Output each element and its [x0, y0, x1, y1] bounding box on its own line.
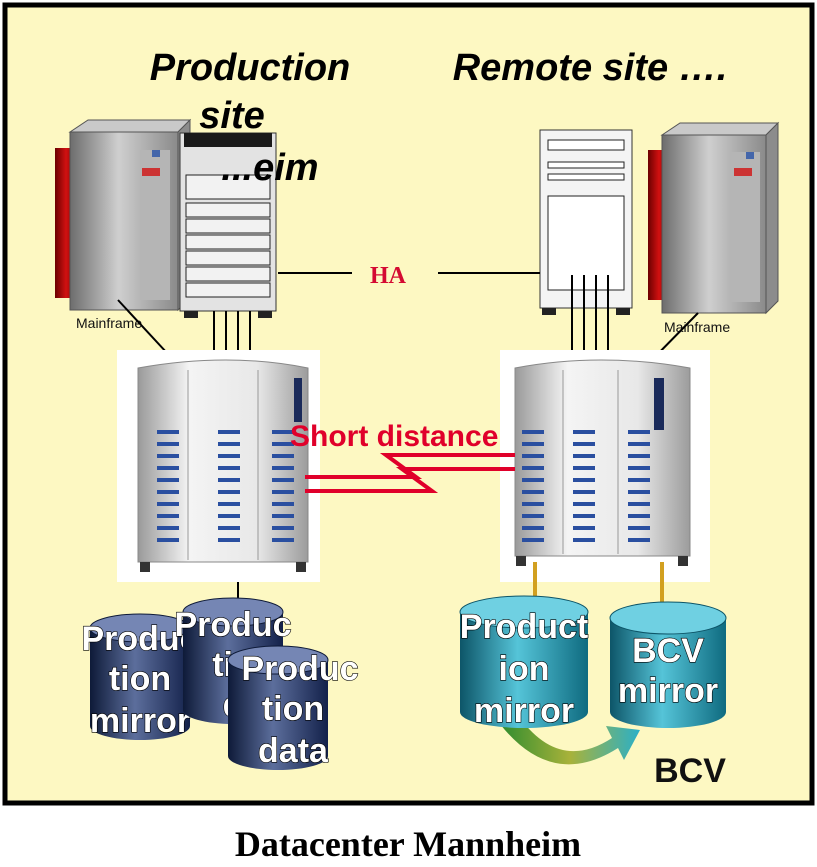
disk-label: tion — [262, 690, 324, 728]
disk-label: Product — [460, 608, 588, 646]
disk-label: mirror — [90, 702, 190, 740]
server-tower-right-icon — [539, 129, 633, 315]
production-site-location: ...eim — [221, 147, 318, 189]
disk-production-mirror-right — [459, 595, 589, 728]
disk-bcv-mirror — [609, 601, 727, 728]
disk-label: ion — [499, 650, 550, 688]
disk-production-mirror-left — [89, 613, 191, 740]
disk-label: mirror — [474, 692, 574, 730]
disk-label: tion — [109, 660, 171, 698]
short-distance-link — [305, 453, 515, 493]
mainframe-left-icon — [55, 118, 192, 312]
bcv-label: BCV — [654, 752, 726, 790]
disk-label: mirror — [618, 672, 718, 710]
disk-label: Produc — [241, 650, 358, 688]
disk-label: Produc — [174, 606, 291, 644]
production-site-subtitle: site — [199, 95, 264, 137]
disk-label: data — [258, 732, 329, 770]
mainframe-right-label: Mainframe — [664, 319, 730, 335]
production-site-title: Production — [150, 47, 351, 89]
server-tower-left-icon — [179, 132, 277, 318]
disk-production-data-front — [227, 645, 329, 770]
remote-site-title: Remote site …. — [453, 47, 728, 89]
mainframe-left-label: Mainframe — [76, 315, 142, 331]
storage-array-left-icon — [117, 350, 320, 582]
bcv-sync-arrow-icon — [500, 718, 640, 765]
ha-label: HA — [370, 263, 407, 289]
disk-label: BCV — [632, 632, 704, 670]
short-distance-label: Short distance — [290, 420, 498, 453]
mainframe-right-icon — [648, 121, 780, 315]
disk-label: Produc — [81, 620, 198, 658]
datacenter-caption: Datacenter Mannheim — [235, 824, 581, 864]
storage-array-right-icon — [500, 350, 710, 582]
